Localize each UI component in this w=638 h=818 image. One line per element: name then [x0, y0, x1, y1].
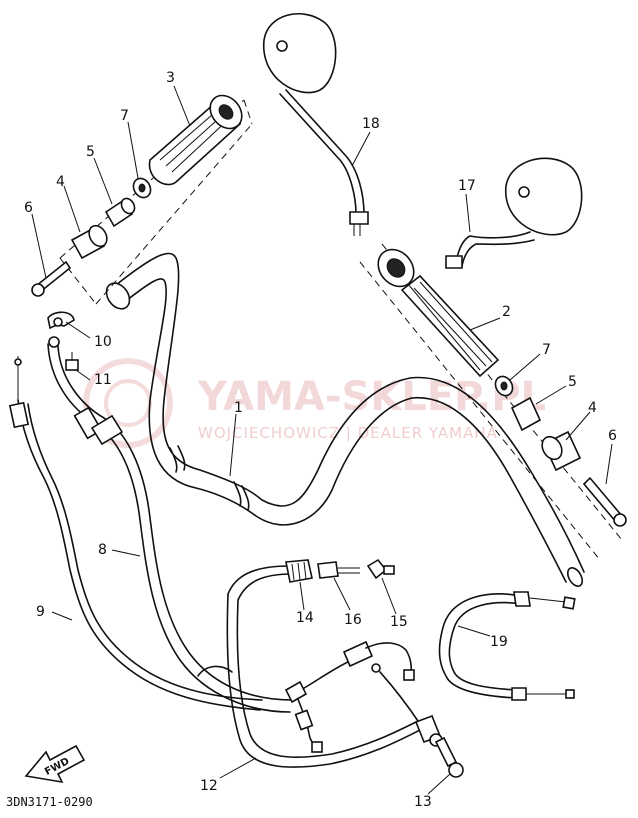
part-3-left-grip[interactable]: [148, 89, 248, 186]
callout-5-left: 5: [86, 144, 95, 160]
callout-18: 18: [362, 116, 380, 132]
callout-19: 19: [490, 634, 508, 650]
part-2-right-grip[interactable]: [371, 242, 500, 378]
part-6-left-screw[interactable]: [31, 260, 72, 297]
part-19-choke-cable[interactable]: [438, 591, 576, 701]
callout-5-right: 5: [568, 374, 577, 390]
leader-lines: [31, 85, 613, 795]
part-7-left-collar[interactable]: [130, 175, 154, 200]
part-14-adjuster[interactable]: [285, 559, 313, 583]
callout-1: 1: [234, 400, 243, 416]
callout-labels: 3 7 5 4 6 10 11 18 17 2 7 5 4 6 1 8 9 14…: [24, 70, 617, 810]
callout-17: 17: [458, 178, 476, 194]
callout-16: 16: [344, 612, 362, 628]
callout-13: 13: [414, 794, 432, 810]
callout-7-left: 7: [120, 108, 129, 124]
callout-9: 9: [36, 604, 45, 620]
callout-6-right: 6: [608, 428, 617, 444]
callout-2: 2: [502, 304, 511, 320]
callout-10: 10: [94, 334, 112, 350]
watermark-subtitle: WOJCIECHOWICZ | DEALER YAMAHA: [198, 424, 498, 442]
diagram-code: 3DN3171-0290: [6, 795, 93, 809]
part-5-right-weight[interactable]: [510, 396, 542, 432]
part-4-left-end-weight[interactable]: [70, 222, 110, 260]
callout-4-right: 4: [588, 400, 597, 416]
part-12-throttle-cable-assembly[interactable]: [197, 565, 443, 768]
callout-3: 3: [166, 70, 175, 86]
part-5-left-weight[interactable]: [104, 196, 137, 228]
part-17-right-mirror[interactable]: [445, 157, 583, 269]
watermark-title: YAMA-SKLEP.PL: [197, 374, 546, 420]
callout-7-right: 7: [542, 342, 551, 358]
part-7-right-collar[interactable]: [492, 373, 516, 398]
callout-15: 15: [390, 614, 408, 630]
part-11-bolt[interactable]: [65, 352, 79, 371]
part-10-clamp[interactable]: [47, 311, 75, 330]
part-9-clutch-cable[interactable]: [8, 356, 263, 711]
part-13-bolt[interactable]: [434, 736, 464, 778]
callout-14: 14: [296, 610, 314, 626]
part-6-right-screw[interactable]: [582, 476, 627, 527]
part-18-left-mirror[interactable]: [263, 13, 369, 236]
callout-4-left: 4: [56, 174, 65, 190]
callout-12: 12: [200, 778, 218, 794]
part-1-handlebar[interactable]: [102, 252, 585, 588]
part-16-locknut[interactable]: [317, 561, 360, 579]
fwd-direction-arrow: FWD: [24, 744, 86, 784]
callout-6-left: 6: [24, 200, 33, 216]
part-15-nut[interactable]: [366, 558, 395, 580]
part-4-right-end-weight[interactable]: [538, 430, 582, 472]
part-8-throttle-cable[interactable]: [47, 336, 293, 713]
callout-11: 11: [94, 372, 112, 388]
callout-8: 8: [98, 542, 107, 558]
